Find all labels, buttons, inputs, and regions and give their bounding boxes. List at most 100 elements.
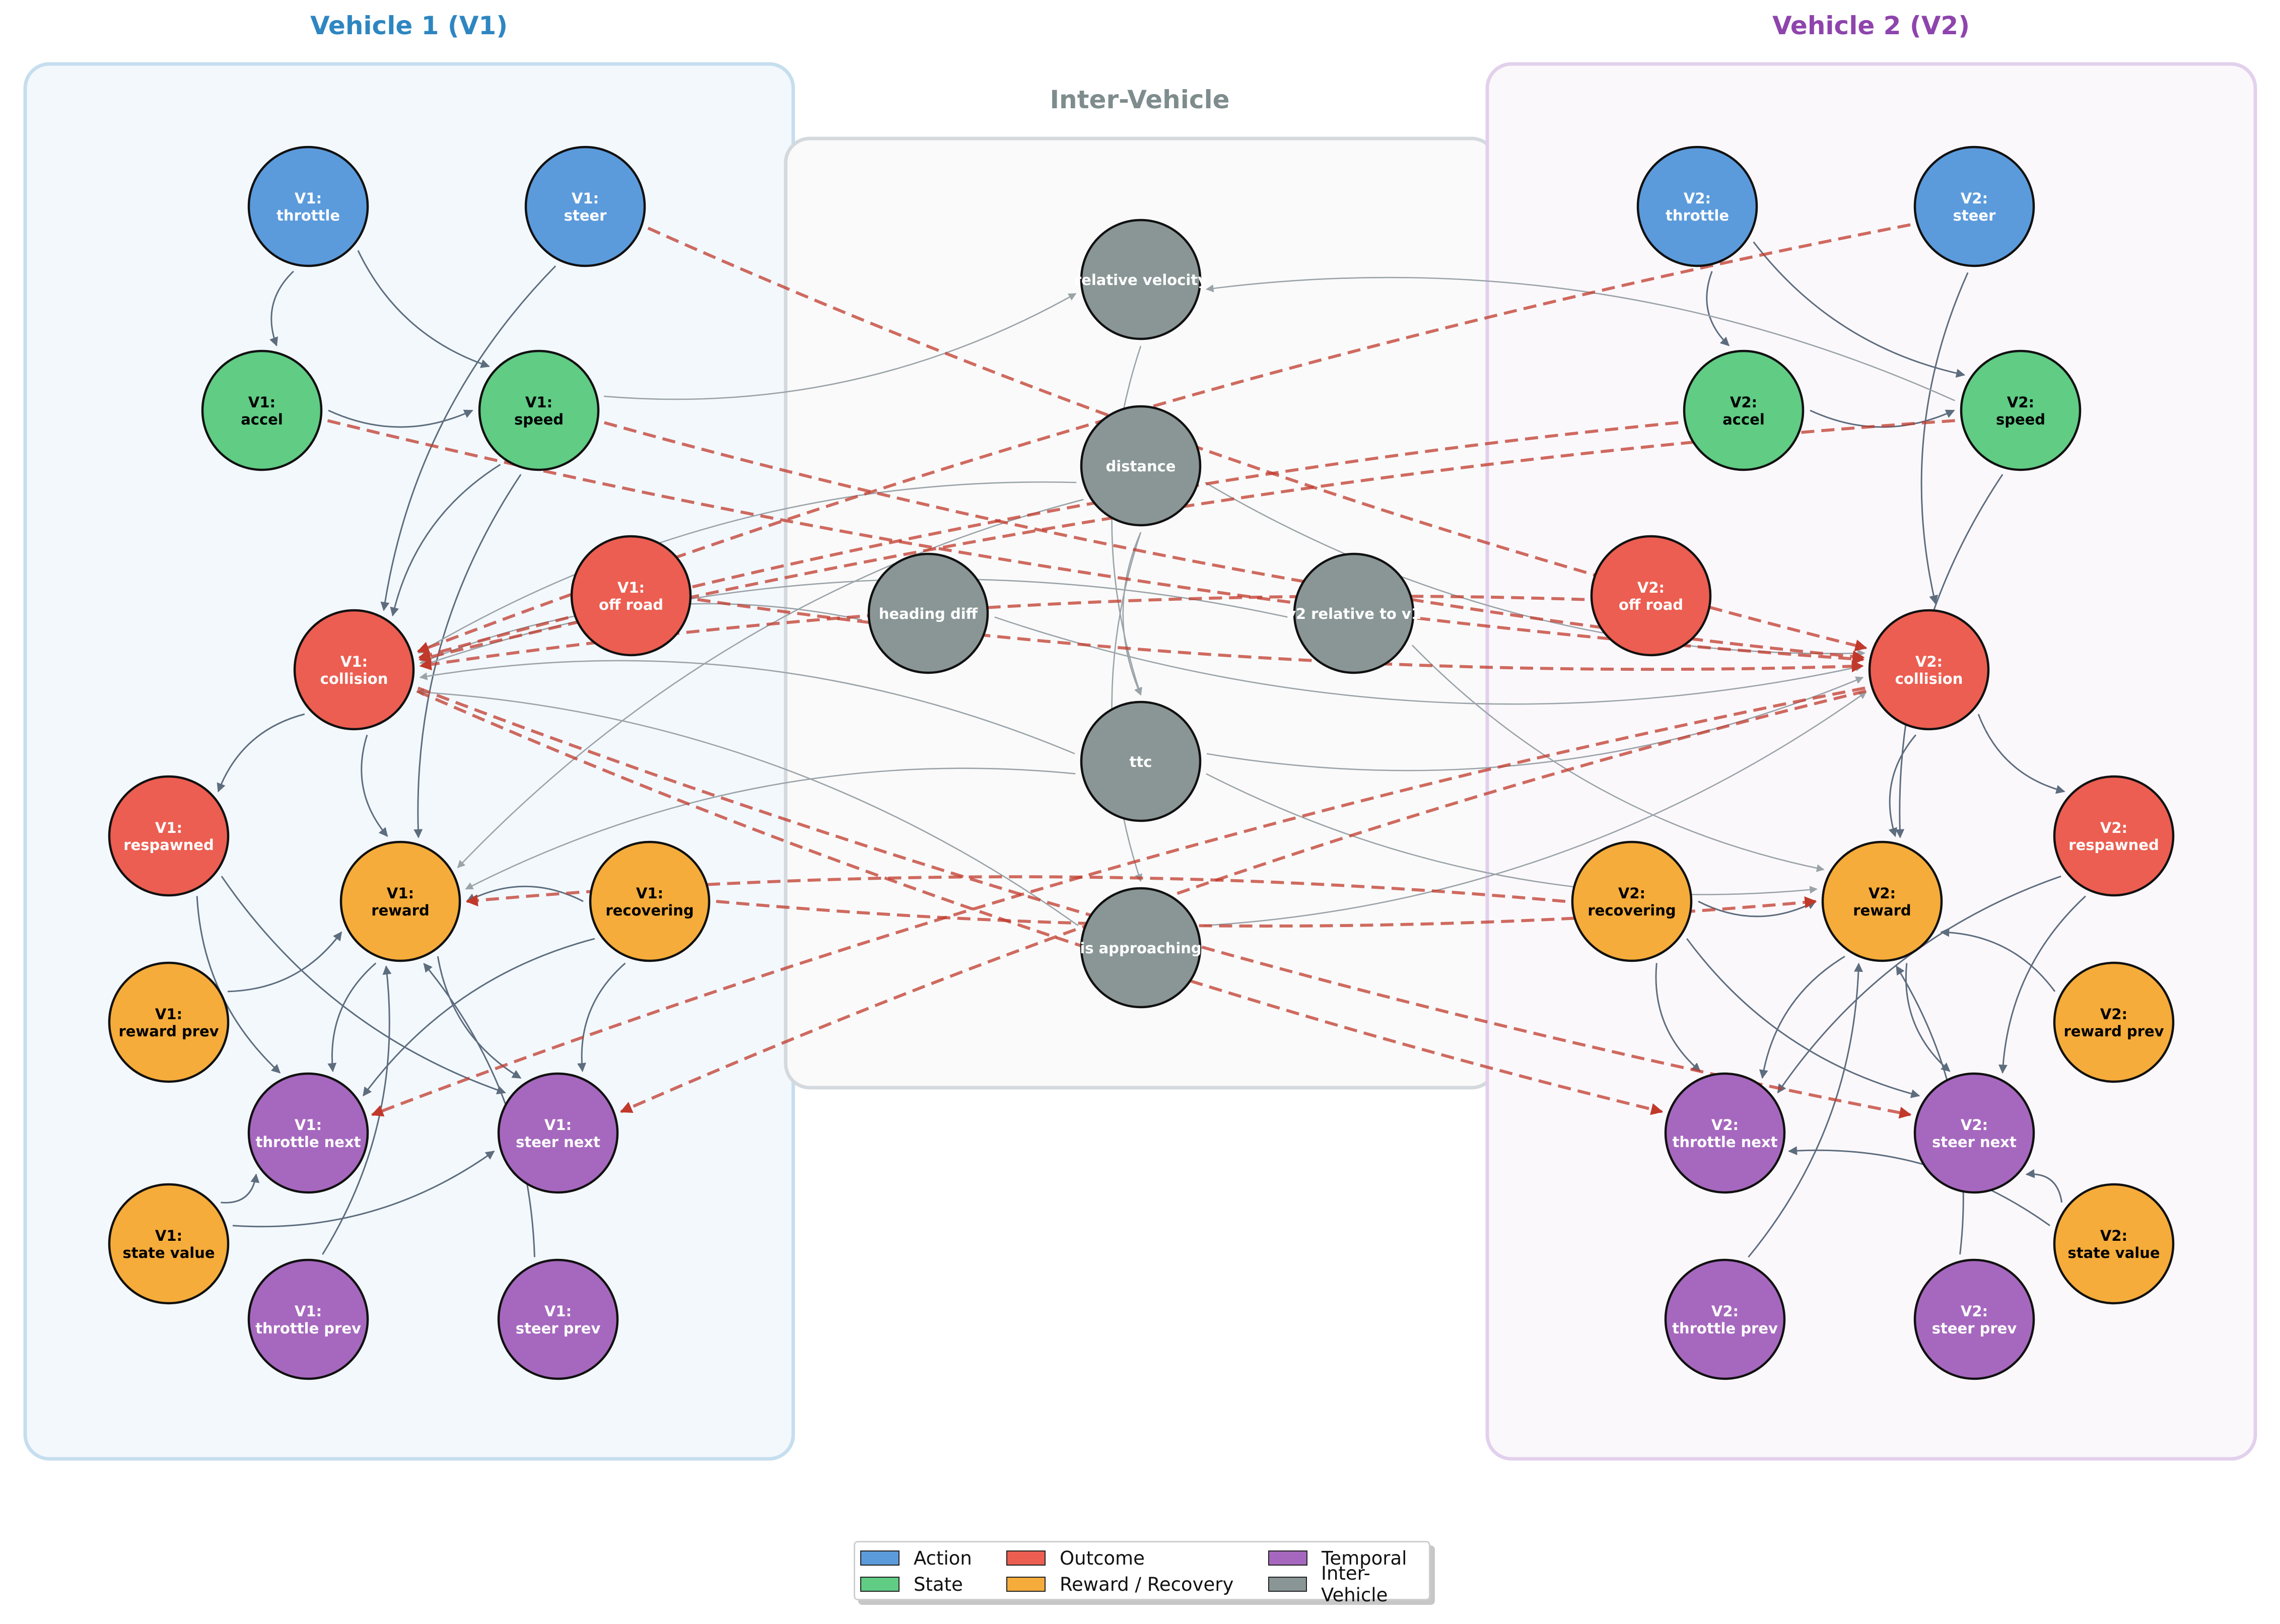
edge-distance-to-approaching xyxy=(1111,532,1142,882)
node-v2-speed: V2:speed xyxy=(1960,349,2082,471)
node-circle xyxy=(1868,609,1990,731)
node-circle xyxy=(2053,961,2175,1083)
node-ttc: ttc xyxy=(1080,700,1202,822)
node-label: throttle prev xyxy=(255,1320,361,1337)
node-label: reward prev xyxy=(118,1023,219,1040)
node-label: V2: xyxy=(1637,579,1665,596)
legend-item-action: Action xyxy=(860,1545,1006,1571)
node-label: steer prev xyxy=(516,1320,601,1337)
edge-v1_recovering-to-v1_throttlenext xyxy=(363,938,595,1097)
node-circle xyxy=(1571,840,1693,962)
node-label: respawned xyxy=(123,836,214,854)
node-v1-throttlenext: V1:throttle next xyxy=(247,1072,369,1194)
legend-swatch xyxy=(860,1550,900,1566)
node-label: off road xyxy=(1619,596,1683,613)
node-label: V2: xyxy=(1684,190,1711,207)
node-circle xyxy=(2053,775,2175,897)
node-label: collision xyxy=(320,670,388,687)
edge-v1_steerprev-to-v1_reward xyxy=(423,963,535,1257)
node-label: V2: xyxy=(1961,190,1988,207)
edge-v2_recovering-to-v2_throttlenext xyxy=(1655,963,1701,1072)
node-circle xyxy=(1080,405,1202,527)
nodes-layer: V1:throttleV1:steerV1:accelV1:speedV1:of… xyxy=(108,146,2175,1380)
legend-label: Outcome xyxy=(1060,1547,1145,1569)
node-v2-offroad: V2:off road xyxy=(1590,535,1712,657)
node-label: V2: xyxy=(1730,394,1757,411)
node-v1-steer: V1:steer xyxy=(524,146,646,267)
edge-v2rel-to-v2_reward xyxy=(1411,645,1825,872)
node-circle xyxy=(1913,1258,2035,1380)
legend-swatch xyxy=(1268,1577,1307,1592)
edge-v1_speed-to-v1_reward xyxy=(413,474,522,838)
node-circle xyxy=(1636,146,1758,267)
node-approaching: is approaching xyxy=(1080,887,1202,1009)
node-circle xyxy=(1821,840,1943,962)
node-v2-steernext: V2:steer next xyxy=(1913,1072,2035,1194)
legend-label: Reward / Recovery xyxy=(1060,1573,1234,1595)
node-circle xyxy=(247,1258,369,1380)
legend-item-outcome: Outcome xyxy=(1006,1545,1268,1571)
node-label: recovering xyxy=(605,902,694,919)
node-label: V1: xyxy=(155,819,182,836)
node-v2-steerprev: V2:steer prev xyxy=(1913,1258,2035,1380)
edge-v1_collision-to-v2_throttlenext xyxy=(416,689,1664,1115)
node-v1-steerprev: V1:steer prev xyxy=(497,1258,619,1380)
node-label: heading diff xyxy=(879,605,978,622)
node-circle xyxy=(589,840,711,962)
node-label: speed xyxy=(1996,411,2045,428)
edge-v1_throttle-to-v1_speed xyxy=(357,250,490,368)
node-circle xyxy=(2053,1183,2175,1305)
node-v2-steer: V2:steer xyxy=(1913,146,2035,267)
node-circle xyxy=(1960,349,2082,471)
node-circle xyxy=(108,961,230,1083)
node-circle xyxy=(524,146,646,267)
edge-ttc-to-v2_collision xyxy=(1206,676,1864,771)
edge-v1_accel-to-v1_speed xyxy=(328,409,473,428)
node-label: V1: xyxy=(295,1303,322,1320)
node-label: V1: xyxy=(636,885,663,902)
node-label: steer next xyxy=(516,1134,600,1151)
node-circle xyxy=(339,840,461,962)
node-label: V2: xyxy=(2100,819,2127,836)
node-label: V1: xyxy=(544,1303,572,1320)
node-label: throttle prev xyxy=(1672,1320,1778,1337)
node-v1-speed: V1:speed xyxy=(478,349,600,471)
legend-item-inter: Inter-Vehicle xyxy=(1268,1563,1434,1606)
node-label: V1: xyxy=(525,394,552,411)
edge-v1_speed-to-v1_collision xyxy=(390,464,501,617)
node-label: respawned xyxy=(2068,836,2159,854)
edge-v1_speed-to-relvel xyxy=(603,293,1077,400)
node-label: recovering xyxy=(1587,902,1676,919)
node-label: steer next xyxy=(1932,1134,2017,1151)
edge-ttc-to-v1_collision xyxy=(419,660,1075,754)
node-label: reward xyxy=(371,902,429,919)
node-label: reward prev xyxy=(2063,1023,2164,1040)
node-label: accel xyxy=(241,411,283,428)
node-v2-throttlenext: V2:throttle next xyxy=(1664,1072,1786,1194)
node-v2-statevalue: V2:state value xyxy=(2053,1183,2175,1305)
node-label: V1: xyxy=(155,1006,182,1023)
edge-v2_throttle-to-v2_accel xyxy=(1706,271,1730,346)
node-label: V2: xyxy=(1961,1116,1988,1134)
legend-swatch xyxy=(860,1577,900,1592)
node-label: steer xyxy=(564,207,607,224)
node-v1-throttle: V1:throttle xyxy=(247,146,369,267)
edge-v2_recovering-to-v2_reward xyxy=(1698,900,1817,917)
edge-v1_respawned-to-v1_steernext xyxy=(221,876,506,1095)
node-v2-accel: V2:accel xyxy=(1683,349,1805,471)
node-label: V1: xyxy=(295,1116,322,1134)
edge-v2_recovering-to-v2_steernext xyxy=(1686,938,1920,1098)
edge-v2_reward-to-v2_throttlenext xyxy=(1759,955,1845,1079)
edge-v2_throttleprev-to-v2_reward xyxy=(1748,962,1863,1258)
node-v1-accel: V1:accel xyxy=(201,349,323,471)
node-v2-rewardprev: V2:reward prev xyxy=(2053,961,2175,1083)
node-label: V1: xyxy=(572,190,599,207)
edge-v1_collision-to-v1_respawned xyxy=(217,713,305,793)
node-label: ttc xyxy=(1130,753,1152,770)
node-circle xyxy=(247,146,369,267)
node-label: throttle xyxy=(1666,207,1729,224)
edge-v2_collision-to-v1_throttlenext xyxy=(371,686,1866,1117)
legend-swatch xyxy=(1006,1577,1046,1592)
legend-item-temporal: Temporal xyxy=(1268,1545,1434,1571)
legend-swatch xyxy=(1006,1550,1046,1566)
